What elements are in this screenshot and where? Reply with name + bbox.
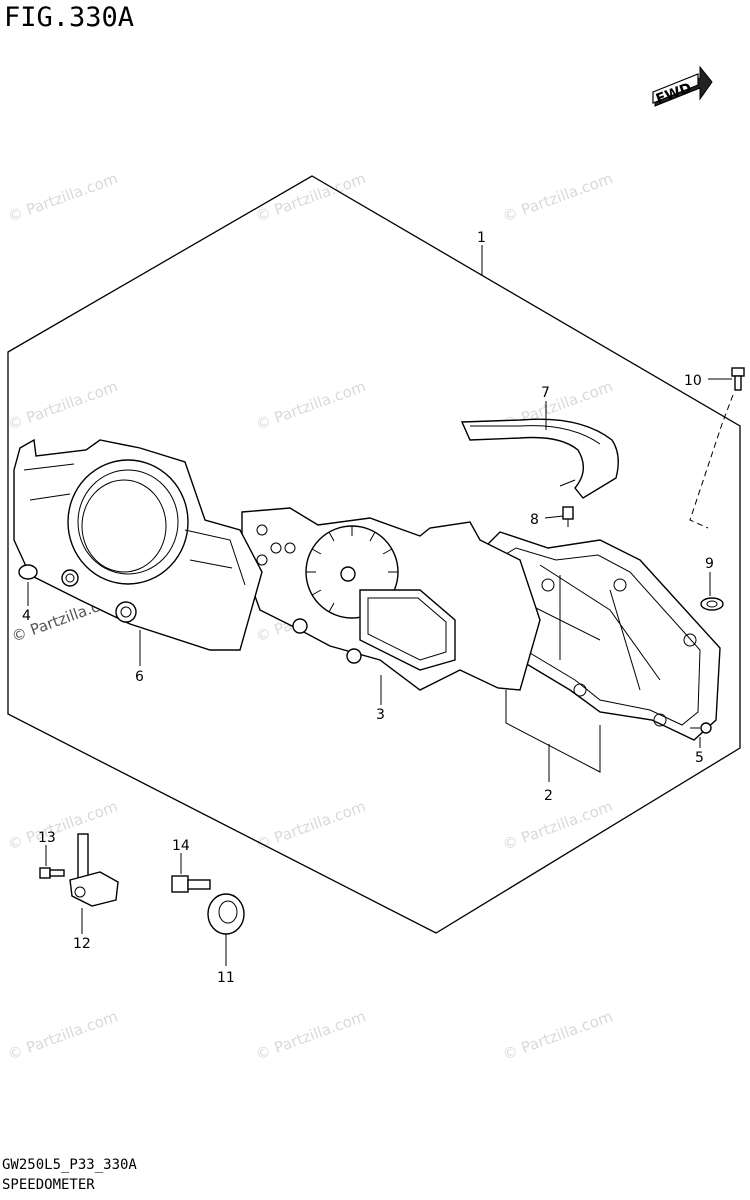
callout-10: 10 bbox=[684, 373, 702, 389]
figure-name: SPEEDOMETER bbox=[2, 1177, 95, 1193]
washer-11 bbox=[207, 893, 245, 966]
upper-case-part bbox=[13, 438, 263, 666]
callout-8: 8 bbox=[530, 512, 539, 528]
assembly-outline bbox=[7, 175, 741, 934]
figure-title: FIG.330A bbox=[4, 2, 135, 33]
fwd-arrow-icon: FWD bbox=[652, 65, 713, 108]
callout-7: 7 bbox=[541, 385, 550, 401]
callout-11: 11 bbox=[217, 970, 235, 986]
visor-part bbox=[460, 418, 619, 499]
watermark: © Partzilla.com bbox=[5, 1007, 120, 1064]
callout-3: 3 bbox=[376, 707, 385, 723]
callout-9: 9 bbox=[705, 556, 714, 572]
screw-13 bbox=[39, 845, 65, 879]
callout-labels: 1 2 3 4 5 6 7 8 9 10 11 12 13 14 bbox=[22, 230, 714, 986]
callout-14: 14 bbox=[172, 838, 190, 854]
grommet-9 bbox=[700, 572, 724, 611]
callout-4: 4 bbox=[22, 608, 31, 624]
meter-unit-part bbox=[241, 507, 541, 705]
watermark: © Partzilla.com bbox=[253, 377, 368, 434]
callout-2: 2 bbox=[544, 788, 553, 804]
speed-sensor-12 bbox=[69, 833, 119, 934]
watermark: © Partzilla.com bbox=[5, 169, 120, 226]
watermark: © Partzilla.com bbox=[500, 797, 615, 854]
screw-5 bbox=[690, 722, 712, 748]
bolt-10 bbox=[689, 367, 745, 529]
callout-12: 12 bbox=[73, 936, 91, 952]
callout-1: 1 bbox=[477, 230, 486, 246]
watermark: © Partzilla.com bbox=[500, 1007, 615, 1064]
callout-6: 6 bbox=[135, 669, 144, 685]
callout-13: 13 bbox=[38, 830, 56, 846]
watermark: © Partzilla.com bbox=[253, 1007, 368, 1064]
callout-5: 5 bbox=[695, 750, 704, 766]
watermark: © Partzilla.com bbox=[500, 169, 615, 226]
grommet-4 bbox=[18, 564, 38, 606]
watermark: © Partzilla.com bbox=[5, 377, 120, 434]
watermark: © Partzilla.com bbox=[253, 797, 368, 854]
screw-8 bbox=[544, 506, 574, 527]
watermark: © Partzilla.com bbox=[253, 169, 368, 226]
bolt-14 bbox=[171, 853, 211, 893]
watermark: © Partzilla.com bbox=[5, 797, 120, 854]
figure-code: GW250L5_P33_330A bbox=[2, 1157, 137, 1173]
